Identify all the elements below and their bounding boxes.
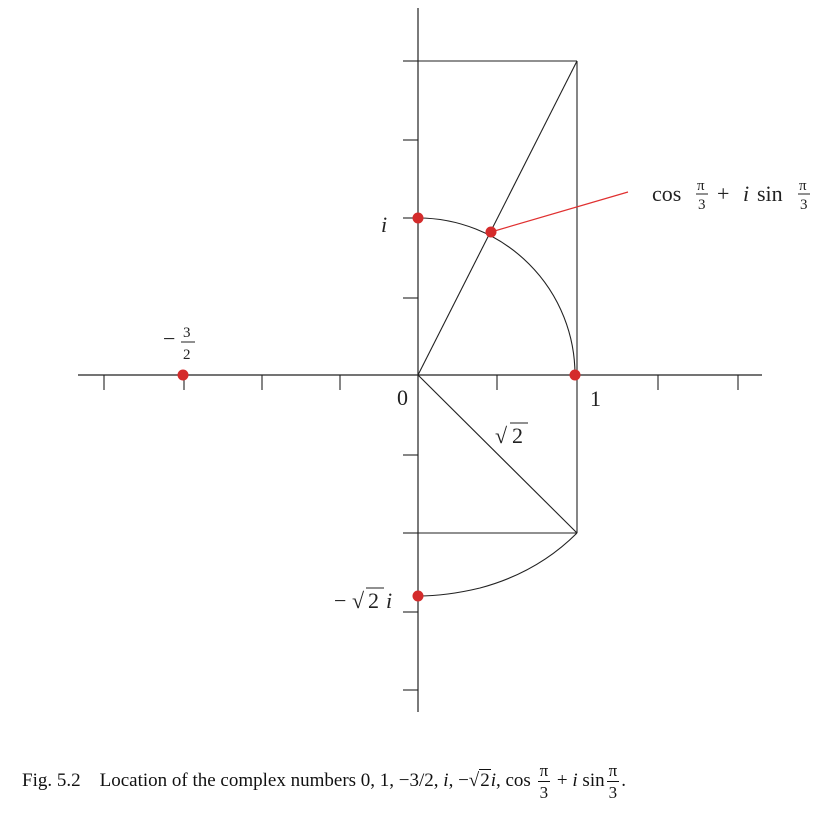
svg-text:3: 3 bbox=[183, 325, 191, 341]
caption-period: . bbox=[621, 769, 626, 791]
caption-i2: i bbox=[490, 769, 496, 791]
caption-sqrt2: √2 bbox=[468, 768, 491, 791]
svg-text:cos: cos bbox=[652, 181, 681, 206]
svg-text:2: 2 bbox=[368, 588, 379, 613]
point-neg-sqrt2-i bbox=[412, 590, 424, 602]
label-origin: 0 bbox=[397, 385, 408, 410]
label-neg-sqrt2-i: − √ 2 i bbox=[334, 587, 392, 613]
label-neg-three-halves: − 3 2 bbox=[163, 325, 195, 363]
svg-text:2: 2 bbox=[183, 347, 191, 363]
point-one bbox=[569, 369, 581, 381]
point-cos-pi3 bbox=[485, 226, 497, 238]
label-i: i bbox=[381, 212, 387, 237]
caption-text: Location of the complex numbers 0, 1, −3… bbox=[99, 769, 439, 791]
svg-text:i: i bbox=[743, 181, 749, 206]
caption-comma: , bbox=[448, 769, 454, 791]
svg-text:π: π bbox=[799, 178, 807, 194]
label-one: 1 bbox=[590, 386, 601, 411]
svg-text:i: i bbox=[386, 588, 392, 613]
unit-quarter-circle-arc bbox=[417, 217, 576, 376]
svg-text:sin: sin bbox=[757, 181, 783, 206]
complex-plane-diagram: 0 1 i − 3 2 √ 2 − √ 2 i cos π 3 + i sin … bbox=[78, 8, 810, 712]
diagonal-sqrt2 bbox=[417, 374, 578, 534]
figure-caption: Fig. 5.2 Location of the complex numbers… bbox=[22, 748, 832, 808]
svg-text:−: − bbox=[163, 326, 175, 351]
label-cos-pi3-expression: cos π 3 + i sin π 3 bbox=[652, 178, 810, 213]
svg-text:2: 2 bbox=[512, 423, 523, 448]
construction-lines bbox=[417, 60, 578, 597]
svg-text:π: π bbox=[697, 178, 705, 194]
caption-neg: − bbox=[458, 769, 469, 791]
svg-text:−: − bbox=[334, 588, 346, 613]
caption-i: i bbox=[443, 769, 449, 791]
line-through-origin-60deg bbox=[417, 60, 578, 376]
svg-text:√: √ bbox=[352, 588, 365, 613]
point-i bbox=[412, 212, 424, 224]
label-sqrt2: √ 2 bbox=[495, 422, 528, 448]
annotation-leader-line bbox=[490, 191, 629, 233]
caption-plus: + bbox=[556, 769, 568, 791]
caption-i3: i bbox=[572, 769, 578, 791]
svg-text:√: √ bbox=[495, 423, 508, 448]
svg-text:3: 3 bbox=[698, 197, 706, 213]
sqrt2-radius-arc bbox=[417, 532, 578, 597]
caption-figure-number: Fig. 5.2 bbox=[22, 769, 81, 791]
caption-comma2: , bbox=[496, 769, 501, 791]
caption-cos: cos bbox=[505, 769, 531, 791]
complex-points bbox=[177, 212, 581, 602]
caption-sin: sin bbox=[582, 769, 605, 791]
svg-text:3: 3 bbox=[800, 197, 808, 213]
imaginary-axis-ticks bbox=[403, 60, 418, 691]
point-neg-three-halves bbox=[177, 369, 189, 381]
svg-text:+: + bbox=[717, 181, 729, 206]
